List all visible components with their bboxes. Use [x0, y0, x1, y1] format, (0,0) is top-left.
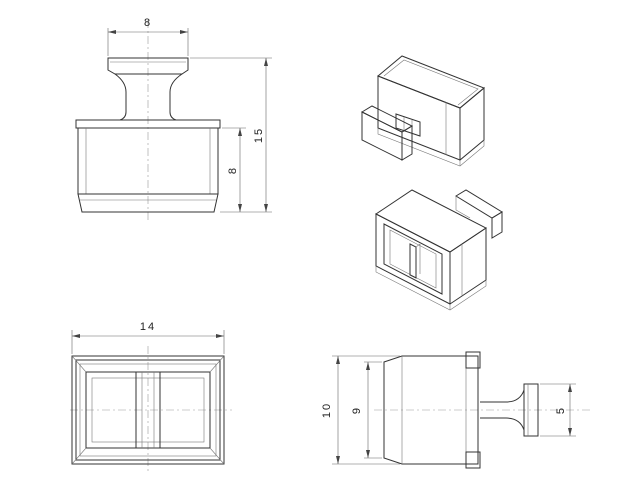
dim-side-inner: 9: [351, 406, 363, 414]
dim-body-height: 8: [227, 166, 239, 174]
iso-view-bottom: [375, 189, 503, 311]
bottom-view: 14: [70, 321, 232, 472]
iso-view-top: [360, 55, 485, 167]
dim-side-outer: 10: [321, 402, 333, 418]
side-view: 10 9 5: [321, 351, 590, 469]
dim-knob-width: 8: [144, 17, 152, 29]
front-view: 8 15 8: [75, 17, 272, 222]
dim-total-height: 15: [253, 127, 265, 143]
dim-side-knob: 5: [555, 406, 567, 414]
dim-bottom-width: 14: [140, 321, 156, 333]
